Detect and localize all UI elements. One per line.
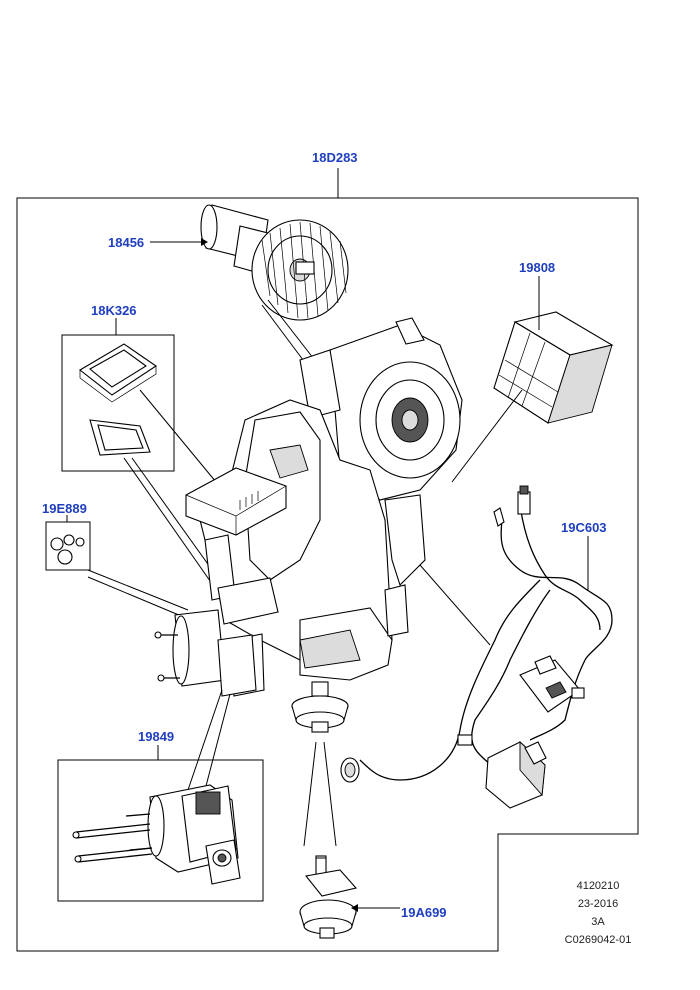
blower-motor-arrow bbox=[201, 238, 208, 246]
label-assembly: 18D283 bbox=[312, 150, 358, 165]
housing-resistor-mount bbox=[154, 609, 257, 697]
seal-kit-pointer-b bbox=[123, 457, 223, 599]
reference-line-4: C0269042-01 bbox=[565, 934, 632, 946]
o-ring-kit-box bbox=[45, 521, 91, 571]
resistor-module-drawing bbox=[72, 784, 241, 885]
resistor-pointer-b bbox=[205, 693, 231, 787]
drain-valve-lower bbox=[299, 855, 358, 939]
label-drain-valve: 19A699 bbox=[401, 905, 447, 920]
assembly-frame bbox=[16, 197, 639, 952]
o-ring-kit-pointer-a bbox=[87, 569, 189, 611]
label-filter-element: 19808 bbox=[519, 260, 555, 275]
drain-pointer-b bbox=[323, 741, 337, 847]
drain-pointer-a bbox=[303, 741, 317, 847]
wiring-harness-to-housing bbox=[419, 564, 491, 646]
seal-kit-box bbox=[61, 334, 175, 472]
drain-valve-upper bbox=[291, 681, 349, 733]
blower-motor-drawing bbox=[200, 204, 349, 321]
resistor-pointer-a bbox=[187, 689, 223, 791]
reference-line-2: 23-2016 bbox=[578, 898, 618, 910]
label-resistor-module: 19849 bbox=[138, 729, 174, 744]
label-blower-motor: 18456 bbox=[108, 235, 144, 250]
o-ring-kit-pointer-b bbox=[87, 576, 187, 619]
filter-element-drawing bbox=[493, 311, 614, 424]
reference-line-1: 4120210 bbox=[577, 880, 620, 892]
label-seal-kit: 18K326 bbox=[91, 303, 137, 318]
filter-element-to-housing bbox=[451, 389, 523, 483]
resistor-module-box bbox=[57, 759, 264, 902]
o-ring-kit-rings bbox=[50, 534, 85, 565]
drain-valve-arrow bbox=[351, 904, 358, 912]
label-wiring-harness: 19C603 bbox=[561, 520, 607, 535]
seal-kit-gaskets bbox=[79, 343, 157, 456]
label-o-ring-kit: 19E889 bbox=[42, 501, 87, 516]
wiring-harness-drawing bbox=[340, 485, 613, 809]
reference-line-3: 3A bbox=[591, 916, 605, 928]
hvac-housing-drawing bbox=[185, 317, 463, 697]
